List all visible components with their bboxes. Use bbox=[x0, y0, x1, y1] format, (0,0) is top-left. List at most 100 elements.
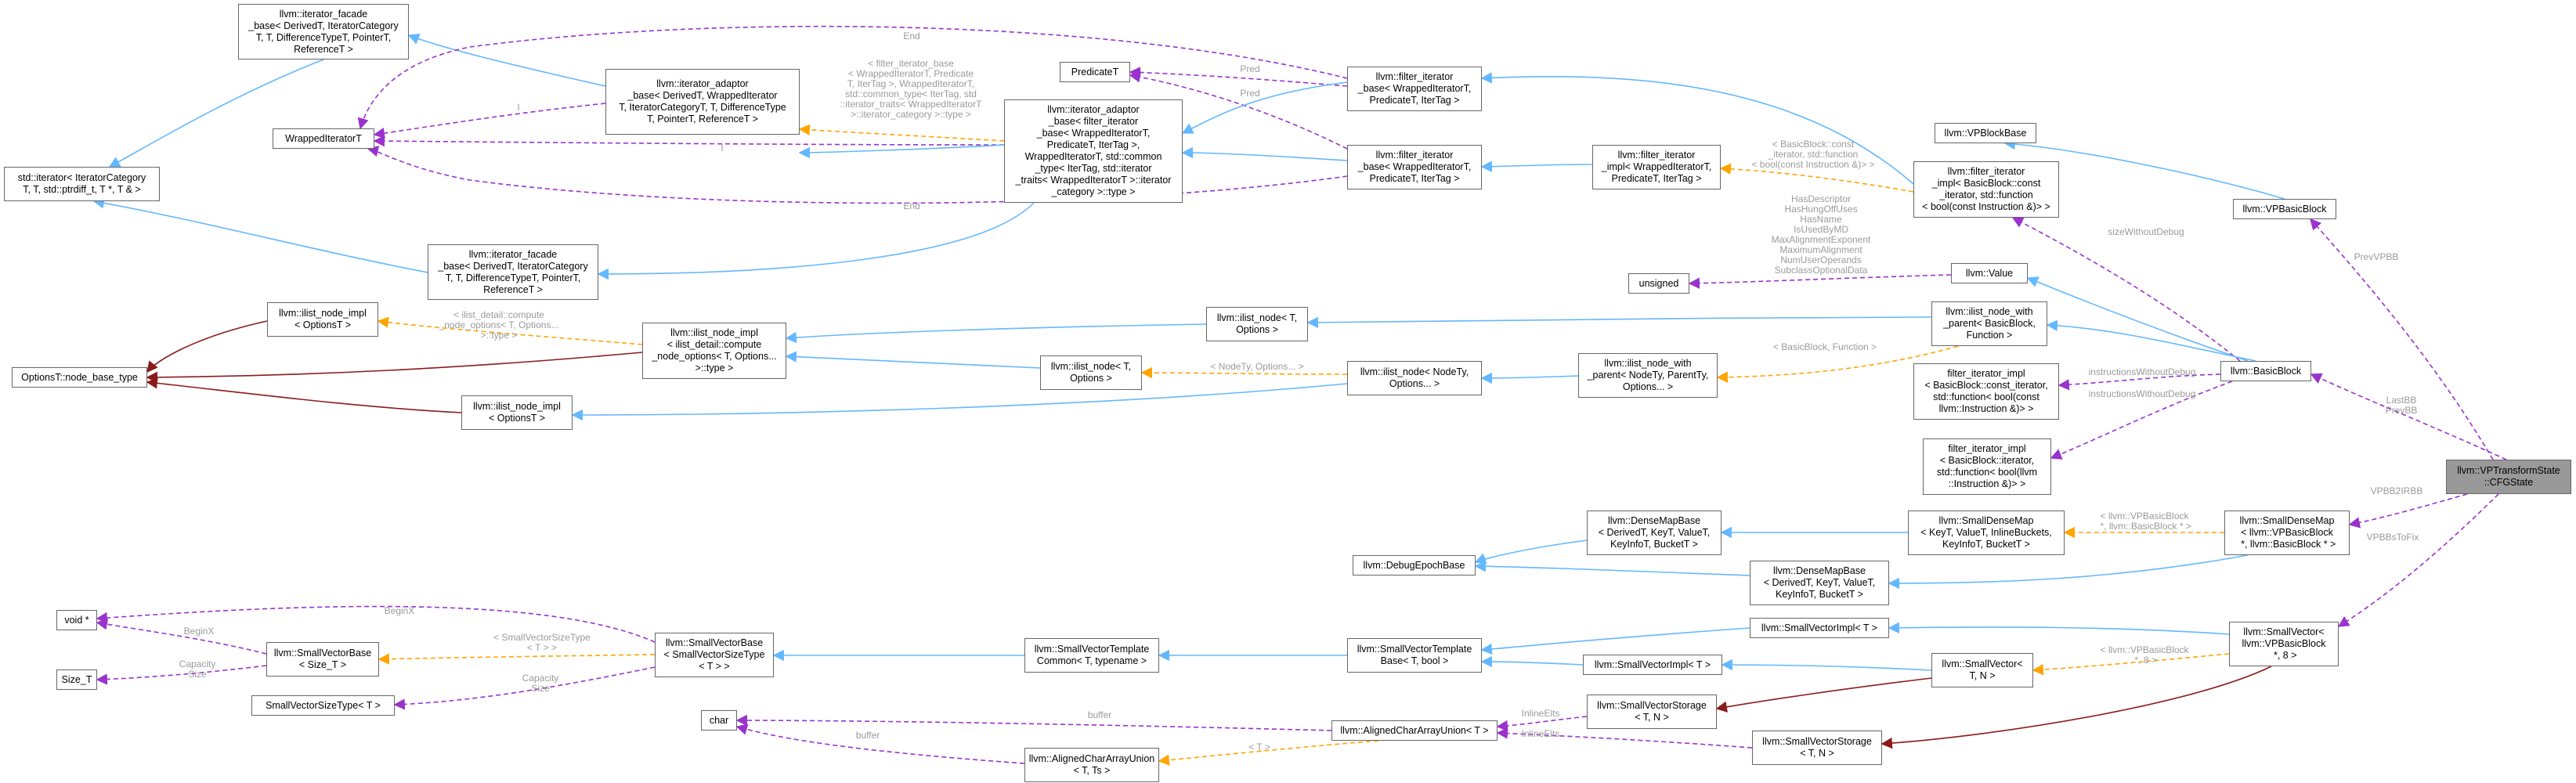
edge-filter-impl-to-base2 bbox=[1480, 161, 1593, 172]
edge-end-mid bbox=[367, 146, 1348, 204]
edge-label-beginx-2: BeginX bbox=[183, 626, 215, 637]
node-filter-iterator-base-2[interactable]: llvm::filter_iterator _base< WrappedIter… bbox=[1347, 145, 1482, 189]
edge-vpbasicblock-to-vpblockbase bbox=[2003, 138, 2285, 200]
edge-label-end-mid: End bbox=[903, 200, 920, 211]
node-smallvectorstorage-1[interactable]: llvm::SmallVectorStorage < T, N > bbox=[1587, 695, 1717, 729]
node-cfgstate[interactable]: llvm::VPTransformState ::CFGState bbox=[2446, 460, 2571, 494]
edge-nodety-to-impl-bottom bbox=[571, 383, 1348, 421]
edge-svimpl1-to-svtb bbox=[1480, 627, 1750, 655]
node-char[interactable]: char bbox=[701, 710, 737, 731]
edge-label-bb-const-template: < BasicBlock::const _iterator, std::func… bbox=[1751, 139, 1875, 170]
edge-filter-impl-bb-to-base1 bbox=[1480, 72, 1914, 185]
node-smalldensemap-vpbb[interactable]: llvm::SmallDenseMap < llvm::VPBasicBlock… bbox=[2224, 511, 2350, 555]
node-ilist-node-impl-compute[interactable]: llvm::ilist_node_impl < ilist_detail::co… bbox=[642, 323, 786, 379]
edge-label-beginx-1: BeginX bbox=[384, 605, 415, 616]
node-iterator-adaptor-base-top[interactable]: llvm::iterator_adaptor _base< DerivedT, … bbox=[605, 69, 800, 135]
node-smallvectorbase-size[interactable]: llvm::SmallVectorBase < Size_T > bbox=[266, 642, 379, 677]
node-debugepochbase[interactable]: llvm::DebugEpochBase bbox=[1353, 555, 1476, 576]
edge-basicblock-to-value bbox=[2026, 276, 2249, 362]
edge-capacity-size-2 bbox=[393, 666, 656, 710]
edge-ilist-impl-big-to-options bbox=[146, 352, 643, 384]
edge-basicblock-to-with-parent-bb bbox=[2046, 319, 2256, 362]
node-vpblockbase[interactable]: llvm::VPBlockBase bbox=[1935, 123, 2036, 143]
node-smallvectorimpl-1[interactable]: llvm::SmallVectorImpl< T > bbox=[1750, 618, 1889, 638]
node-ilist-node-with-parent-bb[interactable]: llvm::ilist_node_with _parent< BasicBloc… bbox=[1931, 301, 2047, 346]
node-ilist-node-mid[interactable]: llvm::ilist_node< T, Options > bbox=[1040, 355, 1142, 390]
node-vpbasicblock[interactable]: llvm::VPBasicBlock bbox=[2233, 199, 2336, 219]
node-alignedchararrayunion-ts[interactable]: llvm::AlignedCharArrayUnion < T, Ts > bbox=[1024, 748, 1159, 782]
node-densemapbase-1[interactable]: llvm::DenseMapBase < DerivedT, KeyT, Val… bbox=[1587, 511, 1722, 555]
edge-label-adaptor-template: < filter_iterator_base < WrappedIterator… bbox=[840, 58, 982, 120]
node-filter-iterator-impl-fn[interactable]: filter_iterator_impl < BasicBlock::const… bbox=[1913, 363, 2059, 420]
edge-label-bb-function-template: < BasicBlock, Function > bbox=[1772, 341, 1877, 352]
edge-facade-bottom-to-std-iterator bbox=[92, 197, 428, 273]
edge-lastbb-prevbb bbox=[2310, 373, 2507, 460]
edge-label-vpbb2irbb: VPBB2IRBB bbox=[2370, 485, 2423, 496]
node-unsigned[interactable]: unsigned bbox=[1628, 273, 1689, 294]
node-smalldensemap-kv[interactable]: llvm::SmallDenseMap < KeyT, ValueT, Inli… bbox=[1908, 511, 2065, 555]
edge-nodety-template bbox=[1140, 366, 1348, 379]
edge-label-nodety-template: < NodeTy, Options... > bbox=[1210, 361, 1304, 372]
node-filter-iterator-impl-bb2[interactable]: filter_iterator_impl < BasicBlock::itera… bbox=[1923, 438, 2051, 495]
edge-label-buffer-2: buffer bbox=[855, 730, 880, 741]
node-ilist-node-with-parent[interactable]: llvm::ilist_node_with _parent< NodeTy, P… bbox=[1578, 353, 1718, 398]
edge-label-smallvectorsizetype-template: < SmallVectorSizeType < T > > bbox=[493, 632, 591, 653]
edge-smalldensemap-to-densemapbase2 bbox=[1888, 554, 2249, 590]
node-smallvectorbase[interactable]: llvm::SmallVectorBase < SmallVectorSizeT… bbox=[655, 633, 774, 677]
node-smallvectortemplatebase[interactable]: llvm::SmallVectorTemplate Base< T, bool … bbox=[1347, 638, 1482, 673]
edge-label-inlineelts-2: InlineElts bbox=[1521, 728, 1560, 739]
node-smallvector-tn[interactable]: llvm::SmallVector< T, N > bbox=[1931, 653, 2033, 687]
node-filter-iterator-impl[interactable]: llvm::filter_iterator _impl< WrappedIter… bbox=[1592, 145, 1721, 189]
node-smallvectorsizetype[interactable]: SmallVectorSizeType< T > bbox=[251, 695, 395, 716]
node-iterator-facade-base-bottom[interactable]: llvm::iterator_facade _base< DerivedT, I… bbox=[428, 244, 598, 300]
node-smallvectorstorage-2[interactable]: llvm::SmallVectorStorage < T, N > bbox=[1752, 731, 1882, 765]
edge-instructions-without-debug-2 bbox=[2050, 381, 2233, 460]
node-ilist-node-top[interactable]: llvm::ilist_node< T, Options > bbox=[1206, 307, 1308, 341]
edge-label-i-top: I bbox=[517, 102, 520, 113]
edge-inlineelts-2 bbox=[1496, 727, 1753, 749]
edge-t-template bbox=[1158, 740, 1379, 766]
node-ilist-node-impl-optionst[interactable]: llvm::ilist_node_impl < OptionsT > bbox=[267, 302, 378, 337]
edge-value-members bbox=[1688, 274, 1952, 289]
node-ilist-node-nodety[interactable]: llvm::ilist_node< NodeTy, Options... > bbox=[1347, 361, 1482, 395]
node-ilist-node-impl-bottom[interactable]: llvm::ilist_node_impl < OptionsT > bbox=[461, 395, 573, 430]
edge-pred-2 bbox=[1129, 71, 1348, 150]
edge-label-instructions-without-debug-1: instructionsWithoutDebug bbox=[2088, 366, 2196, 377]
node-predicate[interactable]: PredicateT bbox=[1060, 62, 1130, 82]
node-densemapbase-2[interactable]: llvm::DenseMapBase < DerivedT, KeyT, Val… bbox=[1750, 561, 1889, 605]
edge-ilist-node-mid-to-impl bbox=[785, 351, 1041, 369]
edge-adaptor-to-facade-bottom bbox=[597, 202, 1035, 280]
node-wrapped-iterator[interactable]: WrappedIteratorT bbox=[273, 128, 374, 149]
node-void-pointer[interactable]: void * bbox=[56, 610, 97, 630]
node-smallvectorimpl-2[interactable]: llvm::SmallVectorImpl< T > bbox=[1583, 655, 1722, 675]
edge-prevvpbb bbox=[2310, 218, 2494, 460]
edge-label-pred-2: Pred bbox=[1240, 88, 1260, 99]
edge-smallvector-tn-to-storage1 bbox=[1715, 677, 1932, 713]
node-smallvector-vpbb[interactable]: llvm::SmallVector< llvm::VPBasicBlock *,… bbox=[2229, 622, 2339, 666]
node-optionst-node-base-type[interactable]: OptionsT::node_base_type bbox=[12, 367, 147, 388]
node-iterator-adaptor-base-filter[interactable]: llvm::iterator_adaptor _base< filter_ite… bbox=[1004, 99, 1183, 203]
node-basicblock[interactable]: llvm::BasicBlock bbox=[2220, 361, 2311, 381]
node-filter-iterator-impl-basicblock[interactable]: llvm::filter_iterator _impl< BasicBlock:… bbox=[1913, 161, 2059, 218]
node-size-t[interactable]: Size_T bbox=[56, 669, 97, 690]
edge-buffer-2 bbox=[735, 723, 1025, 764]
node-iterator-facade-base-top[interactable]: llvm::iterator_facade _base< DerivedT, I… bbox=[238, 4, 409, 60]
node-std-iterator[interactable]: std::iterator< IteratorCategory T, T, st… bbox=[4, 167, 160, 201]
edge-sizewithoutdebug bbox=[2011, 217, 2241, 362]
edge-vpbb2irbb bbox=[2348, 493, 2468, 529]
node-smallvectortemplatecommon[interactable]: llvm::SmallVectorTemplate Common< T, typ… bbox=[1024, 638, 1159, 673]
edge-label-t-template: < T > bbox=[1248, 742, 1270, 752]
node-filter-iterator-base-1[interactable]: llvm::filter_iterator _base< WrappedIter… bbox=[1347, 67, 1482, 111]
node-value[interactable]: llvm::Value bbox=[1951, 263, 2028, 283]
edge-label-capacity-size-2: Capacity Size bbox=[522, 673, 559, 694]
edge-label-ilist-detail-template: < ilist_detail::compute _node_options< T… bbox=[439, 309, 559, 341]
edge-label-lastbb-prevbb: LastBB PrevBB bbox=[2385, 395, 2418, 416]
edge-vpbbstofix bbox=[2337, 493, 2499, 627]
node-alignedchararrayunion-t[interactable]: llvm::AlignedCharArrayUnion< T > bbox=[1331, 720, 1498, 741]
edge-label-sizewithoutdebug: sizeWithoutDebug bbox=[2108, 226, 2184, 237]
edge-ilist-impl-to-options bbox=[146, 320, 268, 373]
edge-facade-to-std-iterator bbox=[108, 59, 324, 168]
edge-label-pred-1: Pred bbox=[1240, 63, 1260, 74]
